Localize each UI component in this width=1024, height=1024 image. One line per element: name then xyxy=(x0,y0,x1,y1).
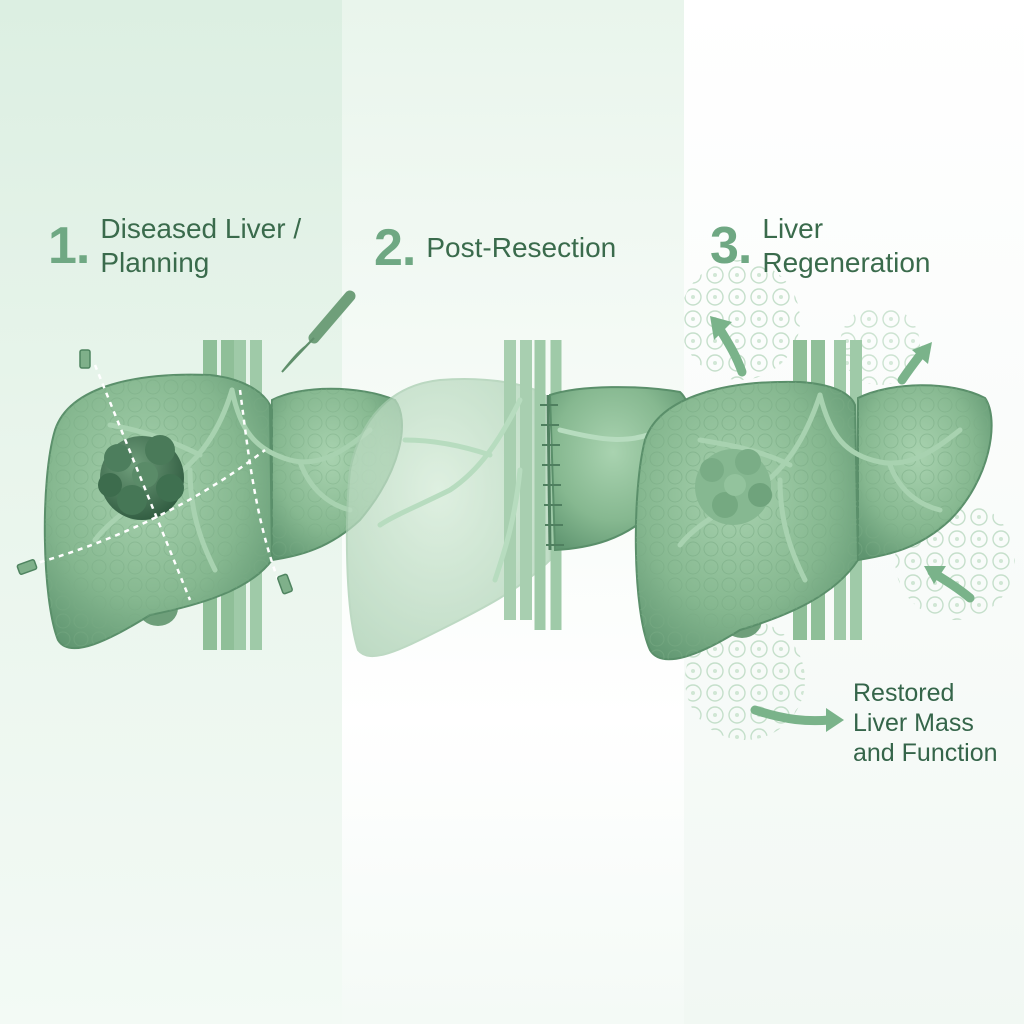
scalpel-icon xyxy=(281,290,356,373)
restored-function-note: Restored Liver Mass and Function xyxy=(853,678,998,768)
liver-diseased xyxy=(16,290,403,650)
note-line: Restored xyxy=(853,679,955,707)
cell-cluster-icon xyxy=(685,620,805,740)
cell-cluster-icon xyxy=(680,260,800,380)
step-2-title: 2. Post-Resection xyxy=(374,222,616,274)
step-1-title: 1. Diseased Liver / Planning xyxy=(48,212,301,280)
step-label-line: Regeneration xyxy=(762,247,931,278)
resected-portion xyxy=(345,378,552,658)
step-label-line: Liver xyxy=(762,213,824,244)
step-label-line: Planning xyxy=(100,247,210,278)
resection-plan-lines xyxy=(29,364,282,601)
step-number: 2 xyxy=(374,219,403,277)
step-number-dot: . xyxy=(75,217,91,275)
step-number: 3 xyxy=(710,217,739,275)
step-label-line: Diseased Liver / xyxy=(100,213,302,244)
step-label: Liver Regeneration xyxy=(762,212,930,280)
step-label: Post-Resection xyxy=(426,231,616,265)
vena-cava xyxy=(504,340,532,620)
clip-icon xyxy=(16,349,293,595)
step-3-title: 3. Liver Regeneration xyxy=(710,212,931,280)
regenerating-nodule xyxy=(695,449,772,525)
liver-regenerated xyxy=(634,260,1015,740)
regeneration-arrow-icon xyxy=(710,316,946,732)
step-number-dot: . xyxy=(737,217,753,275)
step-number-dot: . xyxy=(401,219,417,277)
staple-line xyxy=(540,394,564,551)
step-number: 1 xyxy=(48,217,77,275)
step-label-line: Post-Resection xyxy=(426,232,617,263)
note-line: and Function xyxy=(853,739,998,767)
vessel-branches xyxy=(677,392,963,583)
note-line: Liver Mass xyxy=(853,709,974,737)
step-label: Diseased Liver / Planning xyxy=(100,212,301,280)
